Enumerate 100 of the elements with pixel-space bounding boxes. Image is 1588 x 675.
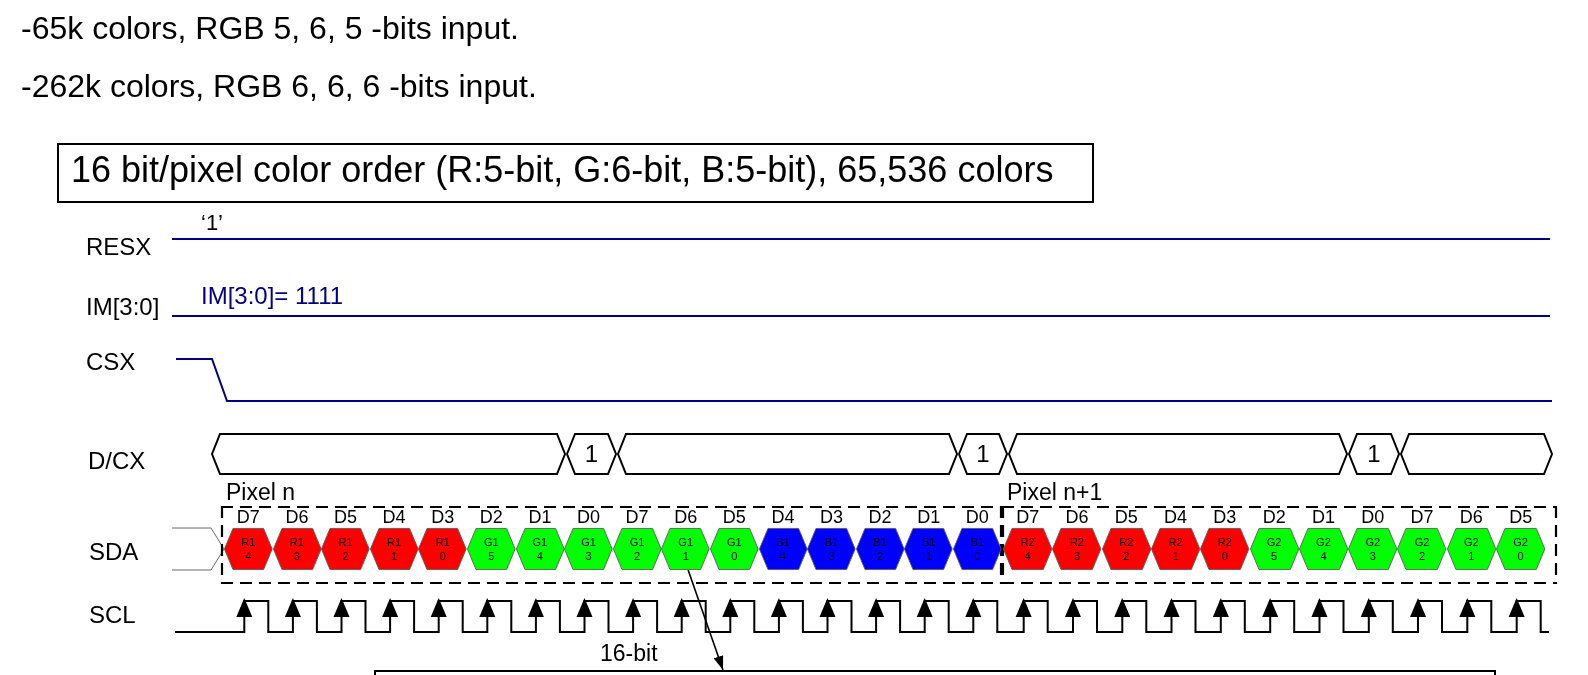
bit-index-label: D4 (382, 506, 406, 528)
bit-label: G1 5 (482, 535, 500, 563)
bit-index-label: D7 (236, 506, 260, 528)
bit-hexagon (1496, 528, 1546, 570)
bit-index-label: D2 (479, 506, 503, 528)
bit-label: R1 4 (240, 535, 257, 563)
note-text: -262k colors, RGB 6, 6, 6 -bits input. (21, 67, 537, 105)
bit-label: G1 4 (531, 535, 549, 563)
bit-hexagon (612, 528, 662, 570)
bit-index-label: D6 (1459, 506, 1483, 528)
bit-hexagon (953, 528, 1002, 570)
bit-label: G2 0 (1512, 535, 1529, 563)
bit-label: G1 2 (628, 535, 646, 563)
bit-hexagon (272, 528, 322, 570)
bit-label: R1 0 (434, 535, 451, 563)
bit-label: R2 2 (1118, 535, 1135, 563)
group-heading: Pixel n (226, 479, 296, 506)
bit-hexagon (1101, 528, 1151, 570)
bit-label: R1 2 (337, 535, 354, 563)
bus-segment (1348, 433, 1400, 475)
bit-label: R1 1 (386, 535, 403, 563)
bit-hexagon (904, 528, 953, 570)
signal-value: IM[3:0]= 1111 (201, 282, 344, 310)
arrow (687, 569, 724, 671)
bit-index-label: D0 (1361, 506, 1385, 528)
bit-index-label: D1 (917, 506, 941, 528)
bus-segment (958, 433, 1008, 475)
bit-label: B1 2 (872, 535, 888, 563)
bit-index-label: D6 (285, 506, 309, 528)
bit-index-label: D6 (1065, 506, 1089, 528)
bit-hexagon (1150, 528, 1201, 570)
bit-label: G2 3 (1364, 535, 1382, 563)
bit-index-label: D1 (1311, 506, 1335, 528)
bus-value: 1 (1367, 440, 1381, 468)
bit-index-label: D7 (1016, 506, 1040, 528)
bit-hexagon (710, 528, 759, 570)
bit-hexagon (564, 528, 613, 570)
signal-name: D/CX (88, 447, 146, 475)
bit-index-label: D6 (674, 506, 698, 528)
signal-name: IM[3:0] (86, 293, 160, 321)
bit-label: G1 0 (725, 535, 743, 563)
bit-index-label: D2 (868, 506, 892, 528)
bit-hexagon (321, 528, 370, 570)
signal-name: RESX (86, 233, 152, 261)
bit-label: R2 3 (1068, 535, 1085, 563)
group-heading: Pixel n+1 (1007, 479, 1103, 506)
title-box (57, 143, 1094, 203)
bit-label: G2 4 (1315, 535, 1332, 563)
signal-name: SDA (89, 538, 139, 566)
bit-hexagon (1446, 528, 1496, 570)
bit-hexagon (1052, 528, 1102, 570)
signal-name: SCL (89, 601, 136, 629)
bit-label: G1 1 (677, 535, 695, 563)
note-text: -65k colors, RGB 5, 6, 5 -bits input. (21, 9, 519, 47)
bit-hexagon (467, 528, 516, 570)
bit-label: R2 1 (1167, 535, 1184, 563)
bit-hexagon (418, 528, 467, 570)
bit-index-label: D5 (722, 506, 746, 528)
bit-hexagon (1298, 528, 1349, 570)
bit-hexagon (807, 528, 856, 570)
title-text: 16 bit/pixel color order (R:5-bit, G:6-bit, B:5-bit), 65,536 colors (71, 149, 1054, 191)
signal-value: ‘1’ (201, 210, 223, 236)
bit-hexagon (369, 528, 419, 570)
bit-index-label: D0 (965, 506, 989, 528)
bit-hexagon (758, 528, 808, 570)
bit-index-label: D0 (577, 506, 600, 528)
bit-label: G2 1 (1463, 535, 1480, 563)
bus-segment (566, 433, 617, 475)
bit-hexagon (515, 528, 565, 570)
bit-hexagon (1249, 528, 1299, 570)
signal-name: CSX (86, 348, 136, 376)
bus-value: 1 (976, 440, 990, 468)
bit-label: G1 3 (580, 535, 597, 563)
bit-label: B1 1 (920, 535, 937, 563)
bus-value: 1 (584, 440, 599, 468)
bit-label: B1 0 (969, 535, 986, 563)
bit-index-label: D5 (1114, 506, 1138, 528)
bit-index-label: D3 (820, 506, 843, 528)
bit-index-label: D5 (334, 506, 357, 528)
bit-label: R2 0 (1216, 535, 1233, 563)
bit-hexagon (1003, 528, 1053, 570)
bit-hexagon (661, 528, 710, 570)
bit-label: R2 4 (1019, 535, 1036, 563)
bit-index-label: D1 (528, 506, 552, 528)
bit-hexagon (224, 528, 273, 570)
bit-index-label: D3 (431, 506, 455, 528)
bit-index-label: D3 (1213, 506, 1237, 528)
bit-index-label: D4 (771, 506, 795, 528)
bit-index-label: D4 (1164, 506, 1188, 528)
bit-hexagon (1348, 528, 1398, 570)
bit-index-label: D7 (625, 506, 649, 528)
bit-label: G2 5 (1265, 535, 1283, 563)
bit-hexagon (1397, 528, 1447, 570)
bit-hexagon (1200, 528, 1250, 570)
bit-index-label: D7 (1410, 506, 1434, 528)
bit-label: G2 2 (1413, 535, 1431, 563)
bit-label: B1 3 (823, 535, 840, 563)
bit-label: B1 4 (775, 535, 791, 563)
bit-index-label: D2 (1262, 506, 1286, 528)
box-outline (374, 670, 1496, 675)
